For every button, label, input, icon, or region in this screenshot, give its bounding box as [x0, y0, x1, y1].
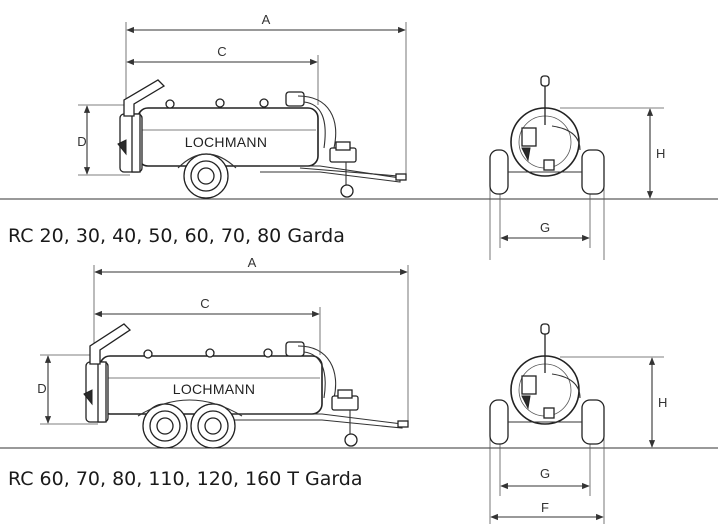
dimension-a-label-bottom: A: [248, 255, 257, 270]
single-axle-rear-view: H G: [489, 75, 665, 260]
single-axle-side-view: A C D: [0, 12, 718, 200]
dimension-c-label: C: [217, 44, 226, 59]
dimension-h-label-bottom: H: [658, 395, 667, 410]
dimension-h-label-top: H: [656, 146, 665, 161]
dimension-c-label-bottom: C: [200, 296, 209, 311]
rear-wheel-left-top: [489, 149, 509, 195]
dimension-g-label-bottom: G: [540, 466, 550, 481]
rear-wheel-right-bottom: [581, 399, 605, 445]
tandem-axle-rear-view: H G F: [489, 323, 667, 524]
dimension-f-label: F: [541, 500, 549, 515]
brand-label-top: LOCHMANN: [185, 134, 268, 150]
brand-label-bottom: LOCHMANN: [173, 381, 256, 397]
rear-wheel-left-bottom: [489, 399, 509, 445]
dimension-g-label-top: G: [540, 220, 550, 235]
model-caption-tandem-axle: RC 60, 70, 80, 110, 120, 160 T Garda: [8, 468, 363, 490]
dimension-d-label-bottom: D: [37, 381, 46, 396]
tandem-axle-side-view: A C D LOCHMANN: [0, 255, 718, 449]
dimension-a-label: A: [262, 12, 271, 27]
rear-wheel-right-top: [581, 149, 605, 195]
dimension-d-label: D: [77, 134, 86, 149]
model-caption-single-axle: RC 20, 30, 40, 50, 60, 70, 80 Garda: [8, 225, 345, 247]
